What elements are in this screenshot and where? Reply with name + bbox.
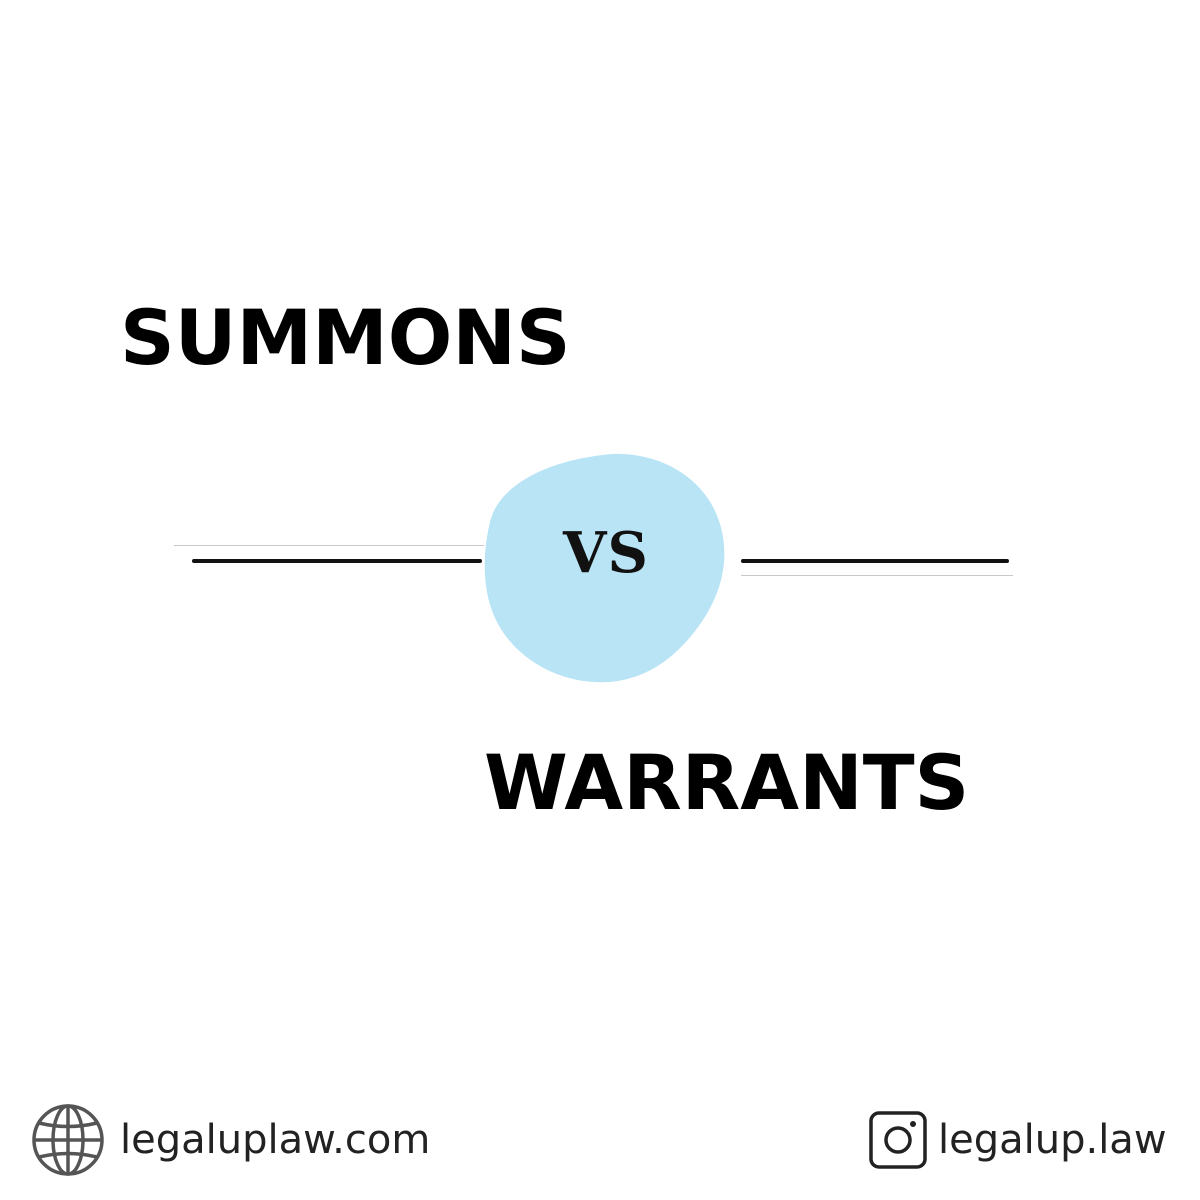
website-text: legaluplaw.com (120, 1117, 431, 1163)
title-summons: SUMMONS (120, 293, 571, 382)
website-link[interactable]: legaluplaw.com (30, 1100, 430, 1180)
left-divider-line (192, 559, 482, 563)
vs-blob-circle (484, 453, 725, 683)
instagram-link[interactable]: legalup.law (868, 1100, 1167, 1180)
left-divider-thin-line (174, 545, 484, 546)
title-warrants: WARRANTS (484, 738, 970, 827)
globe-icon (32, 1104, 104, 1176)
vs-blob-shape (484, 453, 725, 683)
vs-label: VS (563, 520, 649, 586)
instagram-handle-text: legalup.law (938, 1117, 1167, 1163)
instagram-icon (869, 1111, 927, 1169)
right-divider-thin-line (741, 575, 1013, 576)
right-divider-line (741, 559, 1009, 563)
